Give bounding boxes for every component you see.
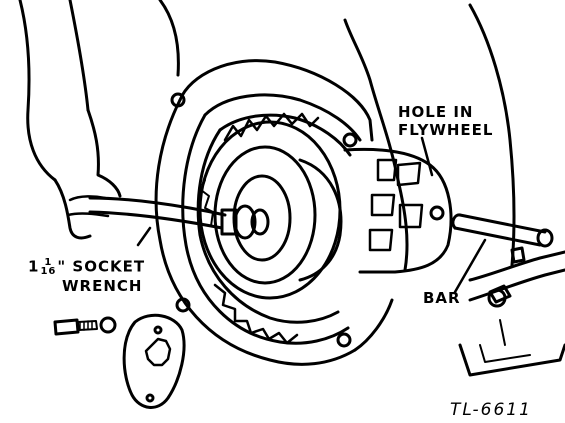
lock-washer — [99, 316, 117, 334]
base-leg — [499, 319, 506, 346]
bracket-bottom — [468, 268, 565, 302]
ring-gear-left — [196, 128, 340, 324]
bar-top — [458, 213, 547, 234]
wrench-label-socket: " SOCKET — [57, 257, 146, 276]
housing-top — [178, 59, 374, 142]
arm-left — [18, 0, 57, 182]
gear-teeth-top — [223, 112, 320, 142]
block-rib-3 — [368, 228, 394, 252]
housing-left — [154, 98, 357, 366]
timing-block — [343, 147, 453, 274]
cover-plate-hole-1 — [153, 325, 163, 335]
block-rib-5 — [398, 203, 424, 229]
bar-label: BAR — [423, 289, 461, 307]
wrench-leader — [136, 226, 152, 247]
flywheel-hub-outer — [213, 145, 317, 285]
hub-curve — [298, 158, 343, 282]
base-detail — [479, 344, 531, 363]
bracket-bolt — [487, 288, 507, 308]
base-plate — [458, 343, 565, 377]
finger-2 — [66, 212, 110, 218]
gear-teeth-bottom — [213, 283, 299, 345]
housing-bolt-1 — [170, 92, 186, 108]
socket — [233, 204, 257, 240]
ring-gear-top — [218, 113, 352, 157]
hole-leader — [420, 136, 434, 177]
hole-label-line2: FLYWHEEL — [398, 121, 494, 139]
block-rib-1 — [376, 158, 398, 182]
cover-plate-spline — [144, 337, 172, 367]
bolt-head — [53, 318, 80, 336]
socket-nut — [250, 208, 270, 236]
engine-outline-mid — [343, 18, 409, 272]
bracket-bolt-head — [488, 284, 512, 304]
wrench-size-denominator: 16 — [40, 266, 57, 277]
cover-plate-hole-2 — [145, 393, 155, 403]
flywheel-hub-inner — [232, 174, 292, 262]
wrench-size-numerator: 1 — [44, 257, 53, 268]
flywheel-hole — [429, 205, 445, 221]
housing-bolt-4 — [336, 332, 352, 348]
block-rib-2 — [370, 193, 396, 217]
bolt-threads — [79, 320, 93, 331]
hand-bottom — [53, 178, 92, 240]
bolt-shank — [77, 320, 98, 331]
bracket-fitting — [510, 246, 526, 264]
bar-end — [536, 228, 554, 248]
finger-1 — [68, 195, 107, 202]
bar-bottom — [453, 226, 542, 247]
cover-plate — [122, 313, 186, 409]
bar-tip — [451, 213, 462, 230]
arm-right — [68, 0, 90, 112]
wrench-label-line2: WRENCH — [62, 277, 143, 295]
engine-outline-right — [468, 3, 516, 267]
housing-bolt-2 — [342, 132, 358, 148]
housing-bolt-3 — [175, 297, 191, 313]
figure-id: TL-6611 — [450, 400, 532, 420]
bracket-top — [468, 250, 565, 282]
wrench-head — [220, 208, 238, 236]
wrench-handle-bottom — [88, 210, 224, 230]
housing-bottom-right — [353, 298, 394, 352]
housing-inner-top — [203, 93, 362, 142]
engine-outline-left — [158, 0, 180, 77]
wrench-size-whole: 1 — [28, 257, 40, 276]
block-rib-4 — [396, 161, 422, 187]
hole-label-line1: HOLE IN — [398, 103, 474, 121]
bar-leader — [453, 238, 487, 294]
hand-top — [86, 108, 122, 198]
housing-inner-left — [181, 113, 350, 345]
